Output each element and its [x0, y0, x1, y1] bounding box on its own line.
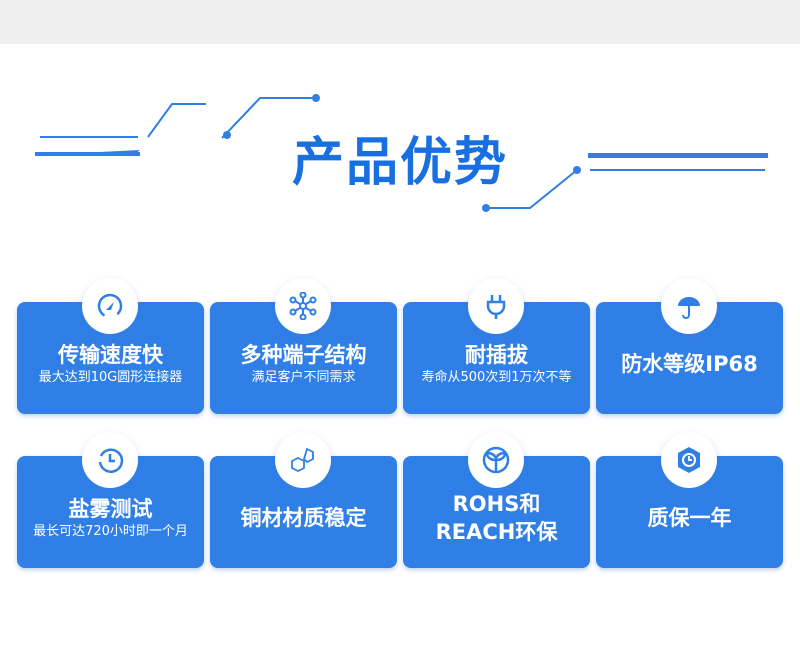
card-content: 铜材材质稳定 [210, 456, 397, 568]
card-content: 质保一年 [596, 456, 783, 568]
card-title: 防水等级IP68 [621, 352, 758, 376]
card-content: 耐插拔寿命从500次到1万次不等 [403, 302, 590, 414]
network-icon [275, 278, 331, 334]
card-content: 传输速度快最大达到10G圆形连接器 [17, 302, 204, 414]
card-content: ROHS和 REACH环保 [403, 456, 590, 568]
card-title-line2: REACH环保 [435, 520, 558, 544]
molecule-icon [275, 432, 331, 488]
card-title: 盐雾测试 [68, 497, 153, 521]
top-band [0, 0, 800, 44]
card-title: 多种端子结构 [240, 343, 367, 367]
history-icon [82, 432, 138, 488]
card-title: 质保一年 [647, 506, 732, 530]
feature-card: 盐雾测试最长可达720小时即一个月 [17, 456, 204, 568]
speedometer-icon [82, 278, 138, 334]
card-subtitle: 寿命从500次到1万次不等 [421, 370, 572, 385]
clock-icon [661, 432, 717, 488]
card-content: 盐雾测试最长可达720小时即一个月 [17, 456, 204, 568]
card-title: 铜材材质稳定 [240, 506, 367, 530]
card-subtitle: 最长可达720小时即一个月 [33, 524, 188, 539]
card-title: ROHS和 [452, 492, 541, 516]
card-title: 耐插拔 [465, 343, 528, 367]
title-decoration [35, 94, 768, 212]
card-title: 传输速度快 [58, 343, 163, 367]
leaf-icon [468, 432, 524, 488]
card-subtitle: 最大达到10G圆形连接器 [38, 370, 183, 385]
card-subtitle: 满足客户不同需求 [251, 370, 356, 385]
plug-icon [468, 278, 524, 334]
card-content: 多种端子结构满足客户不同需求 [210, 302, 397, 414]
page-title: 产品优势 [291, 133, 508, 193]
card-content: 防水等级IP68 [596, 302, 783, 414]
umbrella-icon [661, 278, 717, 334]
